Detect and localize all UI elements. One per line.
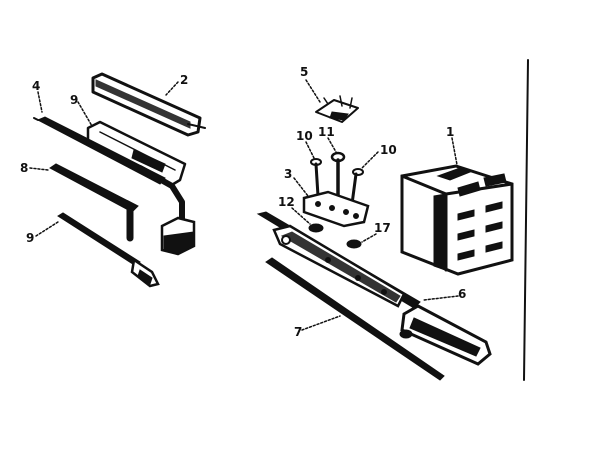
- part-10-screw-right: [350, 168, 364, 206]
- callout-11: 11: [318, 125, 335, 139]
- right-edge-line: [523, 59, 529, 381]
- callout-9-upper: 9: [70, 93, 78, 107]
- callout-9-lower: 9: [26, 231, 34, 245]
- callout-8: 8: [20, 161, 28, 175]
- part-9-bracket: [86, 120, 187, 188]
- callout-10-left: 10: [296, 129, 313, 143]
- part-11-screw: [330, 151, 346, 200]
- callout-12: 12: [278, 195, 295, 209]
- callout-10-right: 10: [380, 143, 397, 157]
- callout-6: 6: [458, 287, 466, 301]
- part-9-screwdriver: [57, 212, 160, 288]
- part-5-clip: [315, 95, 359, 123]
- callout-4: 4: [32, 79, 40, 93]
- callout-5: 5: [300, 65, 308, 79]
- part-8-lwrench: [49, 163, 196, 256]
- part-6-bar: [256, 211, 421, 309]
- part-12-nut: [308, 223, 324, 233]
- part-17-nut: [346, 239, 362, 249]
- part-2-handle: [91, 72, 206, 137]
- part-3-terminal-block: [302, 190, 370, 228]
- part-7-rod: [265, 257, 492, 381]
- callout-17: 17: [374, 221, 391, 235]
- part-10-screw-left: [310, 158, 322, 198]
- callout-3: 3: [284, 167, 292, 181]
- callout-2: 2: [180, 73, 188, 87]
- callout-1: 1: [446, 125, 454, 139]
- part-1-box: [400, 164, 514, 276]
- callout-7: 7: [294, 325, 302, 339]
